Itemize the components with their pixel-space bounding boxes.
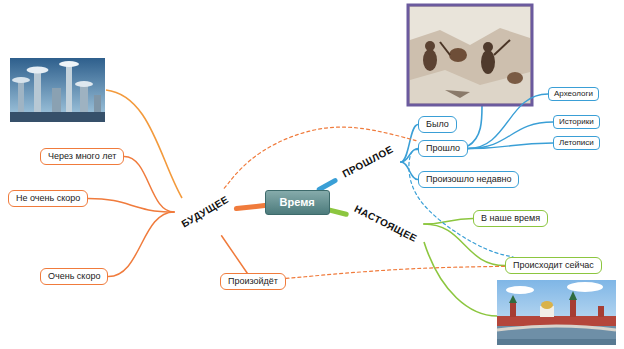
node-text: БУДУЩЕЕ: [180, 194, 231, 231]
topic-box: Летописи: [553, 136, 600, 150]
topic-box: Не очень скоро: [8, 190, 88, 207]
topic-box: Происходит сейчас: [505, 257, 602, 274]
central-topic: Время: [265, 190, 330, 215]
cave-picture: [408, 5, 532, 105]
node-text: НАСТОЯЩЕЕ: [352, 203, 419, 245]
connector: [330, 210, 346, 214]
connector: [108, 212, 174, 277]
connector: [286, 266, 505, 278]
topic-box: В наше время: [473, 210, 548, 227]
node-text: Не очень скоро: [16, 193, 80, 204]
branch-label: ПРОШЛОЕ: [335, 138, 401, 186]
connector: [468, 94, 548, 149]
connector: [236, 206, 264, 209]
node-text: Через много лет: [48, 151, 116, 162]
node-text: Происходит сейчас: [513, 260, 594, 271]
connector: [224, 127, 418, 188]
node-text: Прошло: [426, 143, 460, 154]
node-text: Произойдёт: [228, 276, 278, 287]
connector: [319, 181, 335, 190]
node-text: Время: [280, 196, 315, 209]
topic-box: Через много лет: [40, 148, 124, 165]
node-text: Произошло недавно: [426, 174, 511, 185]
leader-line: [424, 242, 497, 316]
topic-box: Произойдёт: [220, 273, 286, 290]
topic-box: Историки: [553, 115, 600, 129]
branch-label: БУДУЩЕЕ: [174, 188, 236, 236]
connector: [401, 125, 418, 163]
branch-label: НАСТОЯЩЕЕ: [346, 198, 424, 251]
node-text: ПРОШЛОЕ: [340, 144, 395, 181]
node-text: Историки: [559, 117, 594, 127]
topic-box: Произошло недавно: [418, 171, 519, 188]
connector: [409, 150, 513, 257]
topic-box: Прошло: [418, 140, 468, 157]
node-text: Археологи: [554, 89, 593, 99]
connector: [124, 157, 174, 213]
connector: [222, 236, 248, 273]
node-text: Было: [426, 119, 449, 130]
node-text: Летописи: [559, 138, 594, 148]
topic-box: Археологи: [548, 87, 599, 101]
connector: [468, 143, 553, 149]
connector: [468, 122, 553, 149]
connector: [424, 224, 505, 266]
node-text: Очень скоро: [48, 271, 100, 282]
city-picture: [10, 58, 105, 122]
topic-box: Было: [418, 116, 457, 133]
connector: [88, 199, 174, 213]
kremlin-picture: [497, 280, 616, 345]
leader-line: [106, 90, 182, 198]
connector: [424, 219, 473, 225]
node-text: В наше время: [481, 213, 540, 224]
topic-box: Очень скоро: [40, 268, 108, 285]
leader-line: [468, 106, 482, 146]
